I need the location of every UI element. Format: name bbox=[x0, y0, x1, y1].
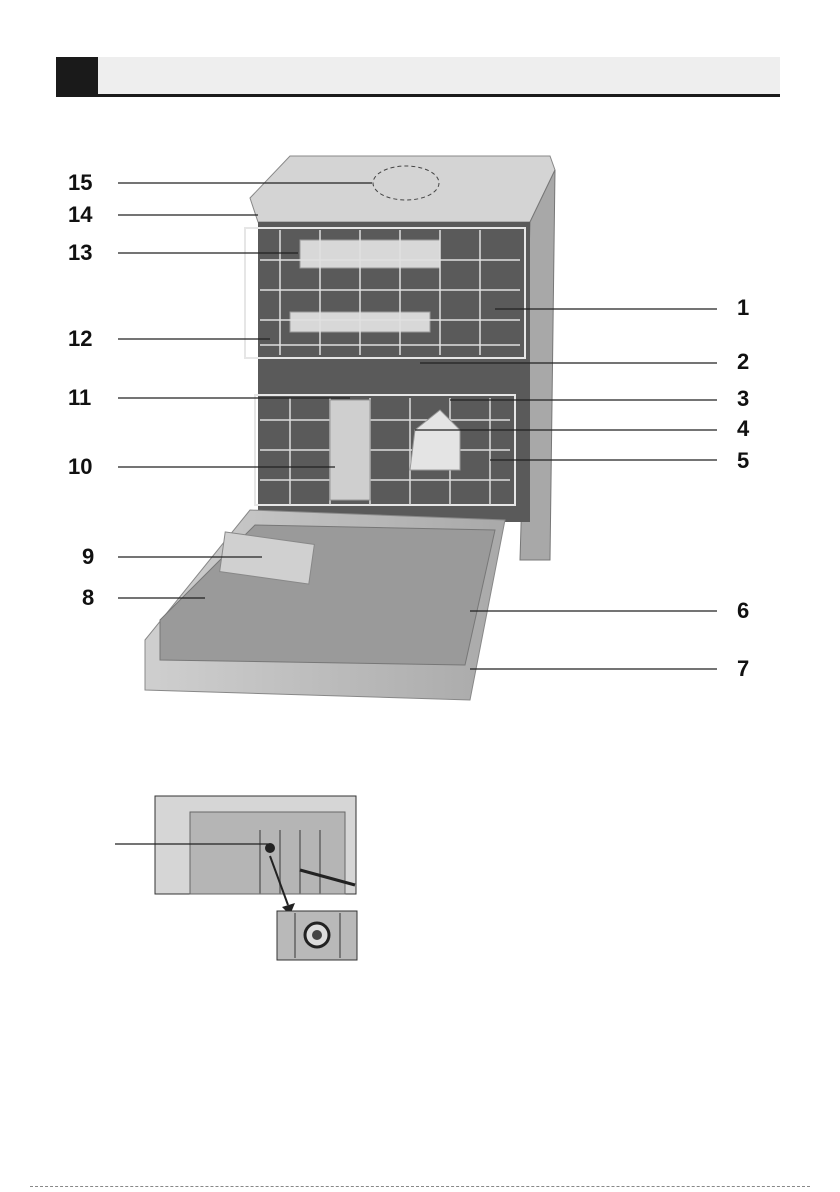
page-bottom-rule bbox=[30, 1186, 810, 1188]
